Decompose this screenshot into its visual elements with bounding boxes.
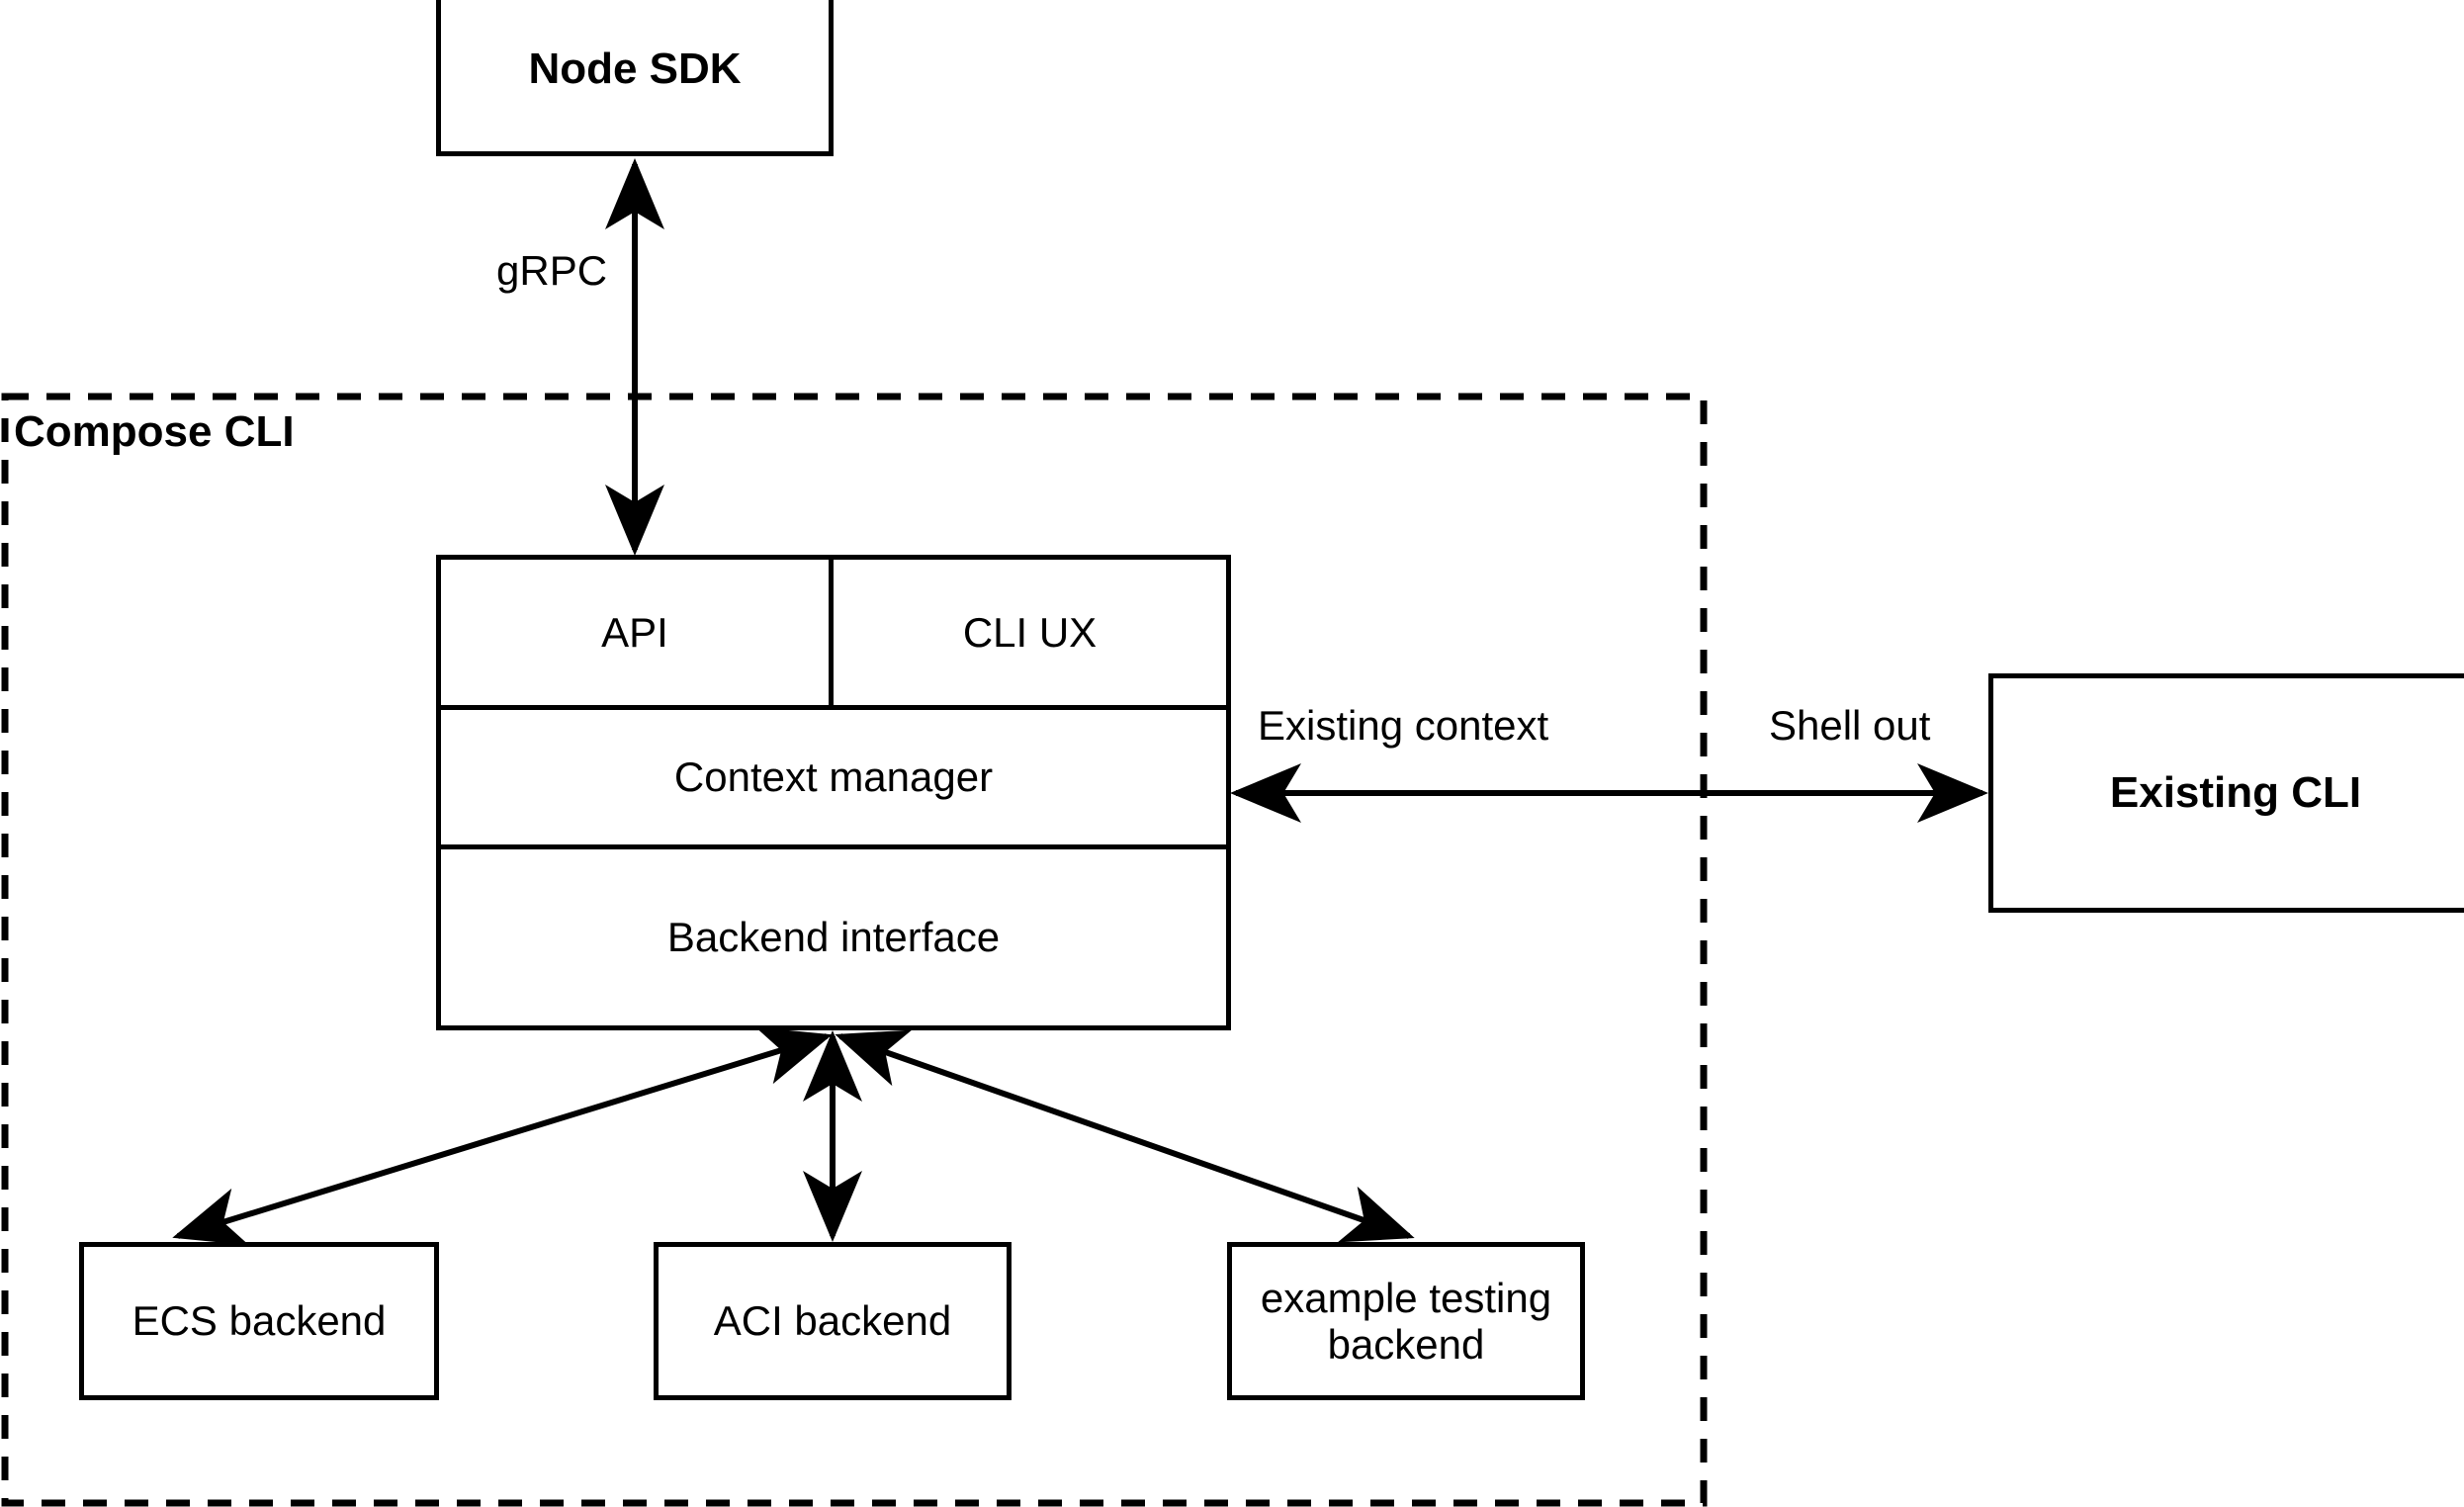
node-box-node-sdk[interactable]: Node SDK <box>436 0 834 156</box>
edge-label-grpc: gRPC <box>492 247 612 295</box>
stack-cell-cli-ux[interactable]: CLI UX <box>834 560 1226 705</box>
connector-example <box>835 1029 1415 1243</box>
node-box-aci-backend[interactable]: ACI backend <box>654 1242 1012 1400</box>
node-label-example-testing-backend: example testing backend <box>1260 1274 1552 1368</box>
node-label-aci-backend: ACI backend <box>713 1297 952 1345</box>
stack-label-backend-interface: Backend interface <box>666 914 1001 960</box>
stack-row-context-manager[interactable]: Context manager <box>441 710 1226 849</box>
stack-row-api-cliux: API CLI UX <box>441 560 1226 710</box>
node-box-ecs-backend[interactable]: ECS backend <box>79 1242 439 1400</box>
stack-label-api: API <box>601 608 668 656</box>
compose-cli-stack: API CLI UX Context manager Backend inter… <box>436 555 1231 1030</box>
compose-cli-group-boundary <box>1 393 1708 1507</box>
node-label-node-sdk: Node SDK <box>528 44 742 94</box>
stack-label-cli-ux: CLI UX <box>962 608 1098 656</box>
connector-ecs <box>172 1026 833 1246</box>
node-box-existing-cli[interactable]: Existing CLI <box>1988 673 2464 913</box>
node-label-ecs-backend: ECS backend <box>132 1297 387 1345</box>
stack-cell-api[interactable]: API <box>441 560 834 705</box>
stack-row-backend-interface[interactable]: Backend interface <box>441 849 1226 1025</box>
edge-label-shell-out: Shell out <box>1765 702 1935 750</box>
edge-label-existing-context: Existing context <box>1254 702 1553 750</box>
node-box-example-testing-backend[interactable]: example testing backend <box>1227 1242 1585 1400</box>
stack-label-context-manager: Context manager <box>673 754 994 800</box>
compose-cli-group-label: Compose CLI <box>14 407 295 456</box>
node-label-existing-cli: Existing CLI <box>2109 768 2362 818</box>
